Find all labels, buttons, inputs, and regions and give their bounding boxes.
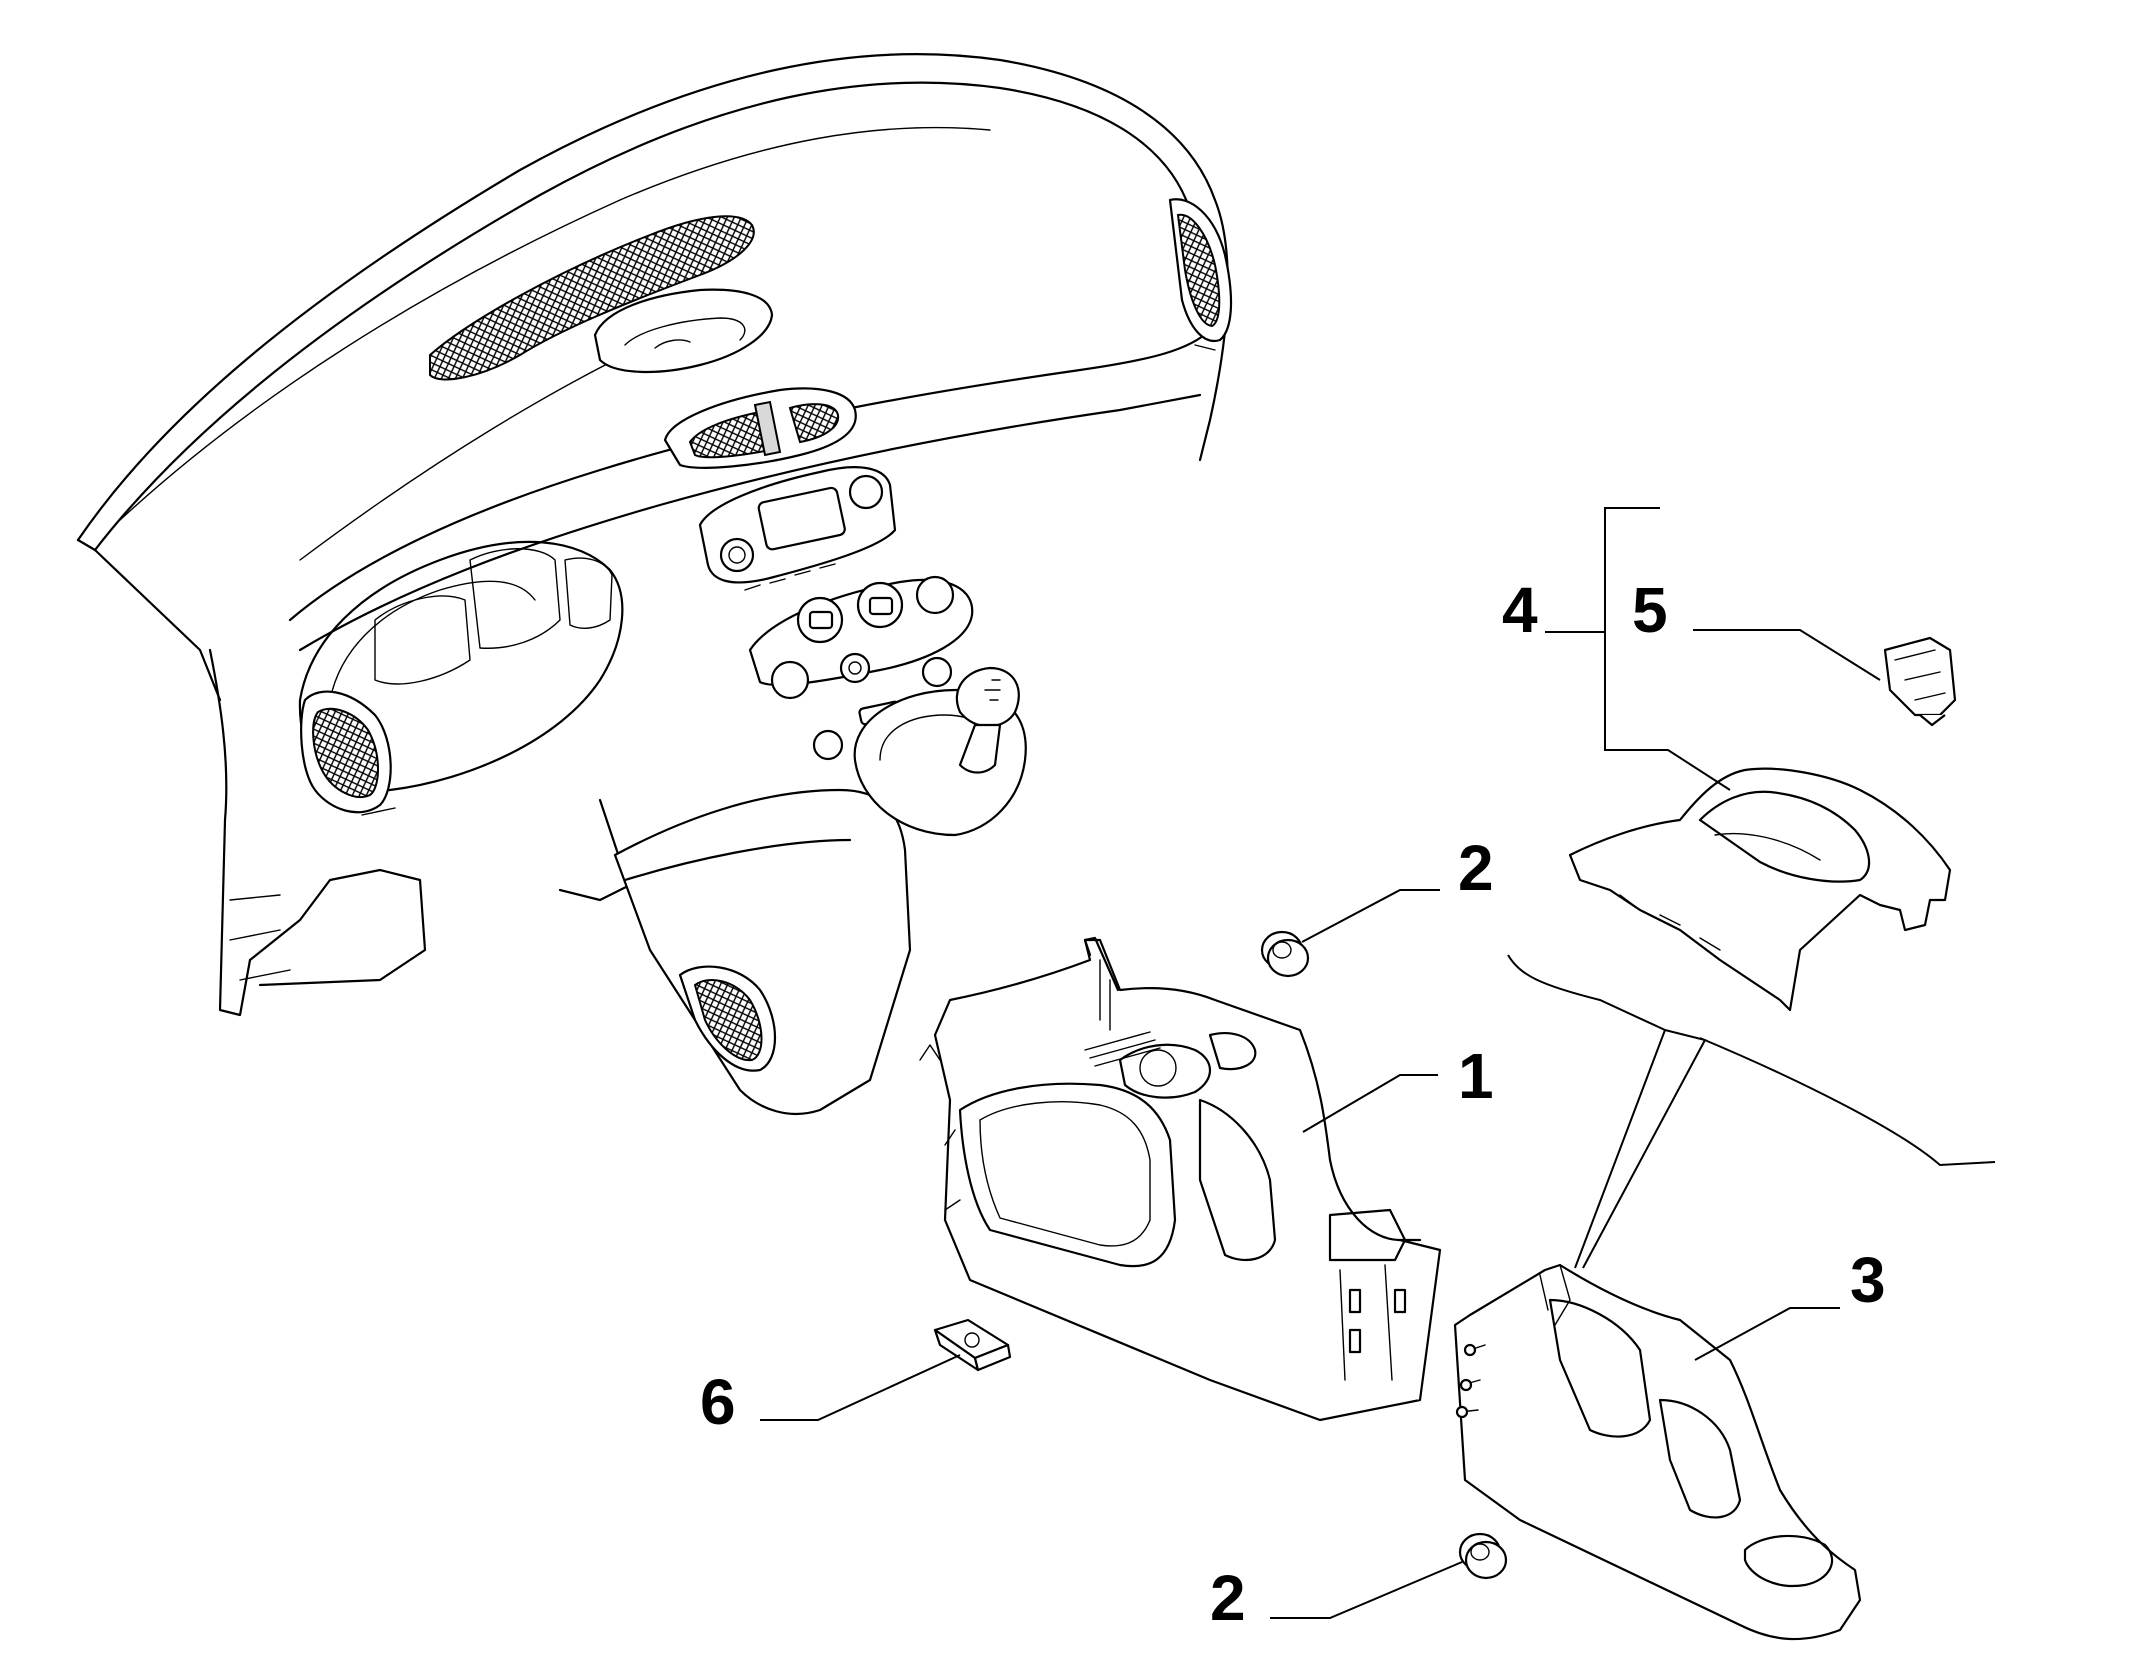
part-3-rear-console [1453,1263,1862,1641]
leader-lines [760,507,1996,1619]
dashboard-top-contour [76,53,1229,542]
defroster-grille [429,215,755,381]
leader-5 [1693,629,1881,681]
callout-3: 3 [1850,1244,1886,1316]
callout-2-upper: 2 [1458,832,1494,904]
callout-6: 6 [700,1366,736,1438]
center-top-bezel [593,288,774,374]
dashboard-top-inner [93,81,1192,552]
callout-1: 1 [1458,1040,1494,1112]
leader-1 [1302,1074,1438,1133]
part-6-clip-nut [933,1318,1012,1372]
leader-4-bracket [1545,507,1731,791]
dashboard-assembly [76,53,1233,1115]
callout-5: 5 [1632,574,1668,646]
part-5-clip [1883,636,1957,727]
leader-3 [1694,1307,1840,1361]
leader-6 [760,1354,961,1421]
part-2-grommet-upper [1260,930,1310,978]
leader-2-lower [1270,1561,1463,1619]
gear-shift-knob [955,666,1020,728]
part-4-console-cover [1568,767,1952,1012]
callout-2-lower: 2 [1210,1562,1246,1634]
part-2-grommet-lower [1458,1532,1508,1580]
leader-2-upper [1301,889,1440,943]
projection-lines [1507,954,1996,1269]
part-1-center-console [919,936,1442,1422]
callout-4: 4 [1502,574,1538,646]
